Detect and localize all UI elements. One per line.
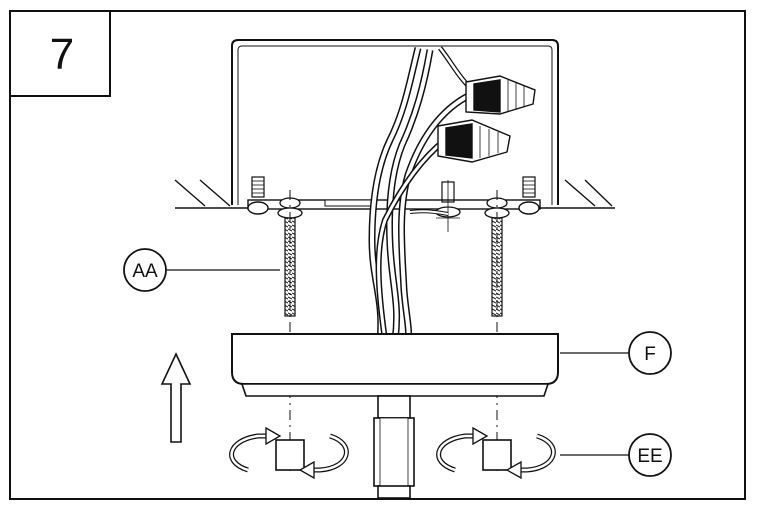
nut-right — [436, 426, 556, 480]
callout-label-ee: EE — [637, 446, 662, 467]
callout-mounting-screw: AA — [123, 248, 167, 292]
up-arrow-icon — [160, 352, 192, 443]
callout-label-aa: AA — [132, 261, 158, 282]
canopy — [231, 333, 559, 397]
nut-left — [229, 426, 349, 480]
wire-nut-lower — [437, 119, 511, 163]
callout-nut: EE — [628, 433, 672, 477]
wire-nut-upper — [465, 75, 536, 115]
figure-frame — [9, 10, 746, 500]
callout-leaders — [165, 269, 630, 456]
down-rod — [373, 395, 415, 499]
alignment-centerlines — [289, 190, 498, 475]
callout-label-f: F — [644, 344, 656, 365]
step-number: 7 — [50, 30, 74, 79]
callout-canopy: F — [628, 331, 672, 375]
step-number-box: 7 — [9, 10, 111, 97]
supply-wires — [368, 46, 477, 341]
